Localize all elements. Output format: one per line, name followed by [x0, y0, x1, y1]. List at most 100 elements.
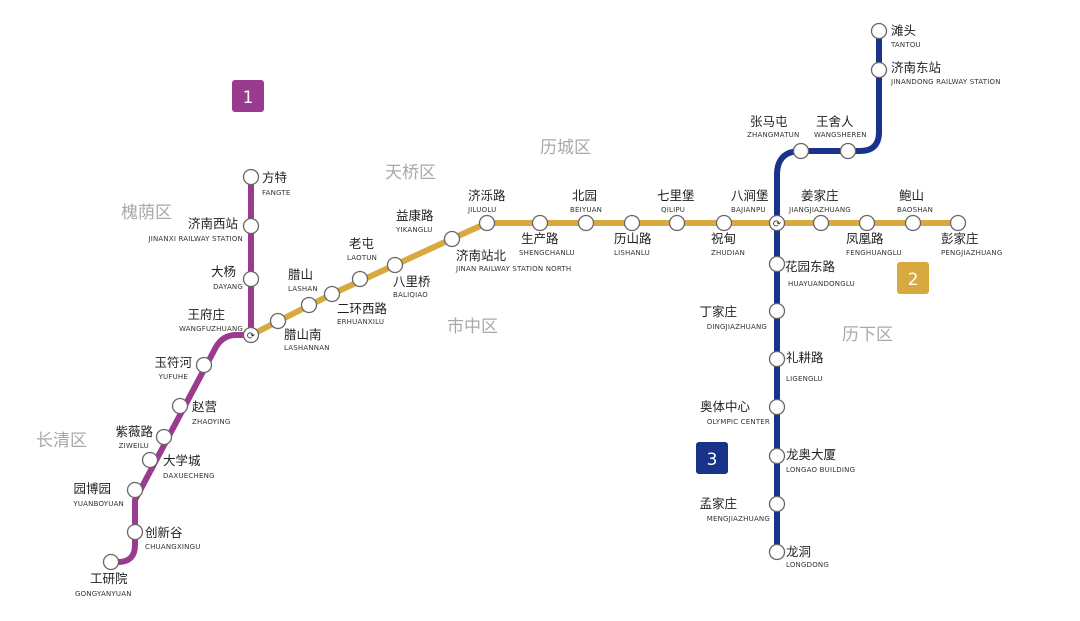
station-label-en: ZHANGMATUN [747, 131, 799, 139]
station-label-zh: 老屯 [349, 236, 375, 251]
line-2-badge: 2 [897, 262, 929, 294]
station-label-zh: 礼耕路 [786, 350, 824, 365]
station-wangsheren[interactable]: 王舍人 WANGSHEREN [814, 114, 867, 160]
station-label-en: BALIQIAO [393, 291, 428, 299]
station-olympic[interactable]: 奥体中心 OLYMPIC CENTER [700, 398, 786, 426]
transfer-icon: ⟳ [773, 219, 782, 230]
station-label-zh: 丁家庄 [699, 304, 737, 319]
line-3-badge: 3 [696, 442, 728, 474]
station-label-zh: 八涧堡 [731, 188, 769, 203]
station-zhaoying[interactable]: 赵营 ZHAOYING [171, 397, 231, 427]
station-dingjiazhuang[interactable]: 丁家庄 DINGJIAZHUANG [699, 302, 786, 332]
station-label-zh: 益康路 [396, 208, 434, 223]
station-label-en: JILUOLU [467, 206, 496, 214]
station-huayuandonglu[interactable]: 花园东路 HUAYUANDONGLU [768, 255, 855, 289]
station-label-en: QILIPU [661, 206, 685, 214]
station-label-zh: 赵营 [192, 399, 217, 414]
station-label-zh: 姜家庄 [801, 188, 839, 203]
station-label-en: JINANXI RAILWAY STATION [147, 235, 243, 243]
station-jiluolu[interactable]: 济泺路 JILUOLU [467, 188, 506, 232]
station-lashan[interactable]: 腊山 LASHAN [288, 267, 318, 314]
station-label-en: BAJIANPU [731, 206, 766, 214]
station-label-en: ZIWEILU [119, 442, 149, 450]
station-label-en: GONGYANYUAN [75, 590, 132, 598]
station-label-zh: 腊山南 [284, 327, 322, 342]
line-1-badge: 1 [232, 80, 264, 112]
station-ziweilu[interactable]: 紫薇路 ZIWEILU [115, 424, 173, 450]
station-label-en: JINAN RAILWAY STATION NORTH [455, 265, 571, 273]
station-label-zh: 龙洞 [786, 544, 811, 559]
station-label-en: DINGJIAZHUANG [707, 323, 767, 331]
station-yikanglu[interactable]: 益康路 YIKANGLU [395, 208, 434, 234]
station-yufuhe[interactable]: 玉符河 YUFUHE [154, 355, 213, 381]
line-1-badge-label: 1 [243, 88, 254, 108]
station-label-zh: 二环西路 [337, 301, 388, 316]
station-lashannan[interactable]: 腊山南 LASHANNAN [269, 312, 330, 353]
station-label-zh: 创新谷 [145, 525, 183, 540]
station-jiangjiazhuang[interactable]: 姜家庄 JIANGJIAZHUANG [788, 188, 851, 232]
station-label-en: DAXUECHENG [163, 472, 215, 480]
station-label-zh: 花园东路 [785, 259, 836, 274]
station-wangfuzhuang[interactable]: ⟳ 王府庄 WANGFUZHUANG [179, 307, 260, 344]
station-mengjiazhuang[interactable]: 孟家庄 MENGJIAZHUANG [699, 495, 786, 523]
station-baoshan[interactable]: 鲍山 BAOSHAN [897, 188, 933, 232]
station-zhudian[interactable]: 祝甸 ZHUDIAN [711, 214, 745, 258]
station-label-zh: 园博园 [73, 481, 111, 496]
station-bajianpu[interactable]: ⟳ 八涧堡 BAJIANPU [731, 188, 786, 232]
station-label-en: LASHANNAN [284, 344, 330, 352]
station-label-en: ZHUDIAN [711, 249, 745, 257]
station-label-zh: 王舍人 [816, 114, 854, 129]
station-zhangmatun[interactable]: 张马屯 ZHANGMATUN [747, 114, 810, 160]
station-label-zh: 八里桥 [393, 274, 431, 289]
station-shengchanlu[interactable]: 生产路 SHENGCHANLU [519, 214, 575, 258]
station-label-zh: 龙奥大厦 [786, 447, 836, 462]
station-label-en: BEIYUAN [570, 206, 602, 214]
station-label-zh: 方特 [262, 170, 287, 185]
station-label-en: YUFUHE [158, 373, 188, 381]
station-longdong[interactable]: 龙洞 LONGDONG [768, 543, 829, 569]
line-1-track [108, 174, 254, 565]
station-beiyuan[interactable]: 北园 BEIYUAN [570, 188, 602, 232]
district-huaiyin: 槐荫区 [121, 203, 172, 223]
station-lishanlu[interactable]: 历山路 LISHANLU [614, 214, 652, 258]
station-label-zh: 张马屯 [750, 114, 788, 129]
station-fenghuanglu[interactable]: 凤凰路 FENGHUANGLU [846, 214, 902, 258]
station-baliqiao[interactable]: 八里桥 BALIQIAO [386, 256, 432, 300]
station-label-en: WANGFUZHUANG [179, 325, 243, 333]
line-2-badge-label: 2 [908, 270, 919, 290]
station-laotun[interactable]: 老屯 LAOTUN [347, 236, 377, 288]
station-daxuecheng[interactable]: 大学城 DAXUECHENG [141, 451, 215, 481]
station-label-en: HUAYUANDONGLU [788, 280, 855, 288]
line-3-badge-label: 3 [707, 450, 718, 470]
station-label-zh: 济泺路 [468, 188, 506, 203]
station-label-en: MENGJIAZHUANG [707, 515, 770, 523]
district-lixia: 历下区 [842, 325, 893, 345]
station-jinanzhanbei[interactable]: 济南站北 JINAN RAILWAY STATION NORTH [443, 230, 572, 274]
station-label-en: CHUANGXINGU [145, 543, 201, 551]
station-ligenglu[interactable]: 礼耕路 LIGENGLU [768, 350, 825, 383]
station-tantou[interactable]: 滩头 TANTOU [870, 22, 921, 49]
station-label-en: ZHAOYING [192, 418, 230, 426]
station-qilipu[interactable]: 七里堡 QILIPU [657, 188, 695, 232]
station-yuanboyuan[interactable]: 园博园 YUANBOYUAN [72, 481, 144, 508]
station-jinanxi[interactable]: 济南西站 JINANXI RAILWAY STATION [147, 216, 260, 243]
station-gongyanyuan[interactable]: 工研院 GONGYANYUAN [75, 553, 132, 599]
station-label-zh: 北园 [572, 188, 597, 203]
station-chuangxingu[interactable]: 创新谷 CHUANGXINGU [126, 523, 201, 552]
station-longao[interactable]: 龙奥大厦 LONGAO BUILDING [768, 447, 856, 474]
station-label-en: YIKANGLU [395, 226, 433, 234]
station-pengjiazhuang[interactable]: 彭家庄 PENGJIAZHUANG [941, 214, 1002, 258]
station-jinandong[interactable]: 济南东站 JINANDONG RAILWAY STATION [870, 60, 1001, 86]
station-fangte[interactable]: 方特 FANGTE [242, 168, 291, 198]
station-dayang[interactable]: 大杨 DAYANG [211, 264, 260, 291]
station-label-zh: 腊山 [288, 267, 313, 282]
station-erhuanxilu[interactable]: 二环西路 ERHUANXILU [323, 285, 388, 327]
station-label-en: LISHANLU [614, 249, 650, 257]
station-label-zh: 王府庄 [187, 307, 225, 322]
station-label-zh: 七里堡 [657, 188, 695, 203]
station-label-zh: 大学城 [163, 453, 201, 468]
station-label-en: WANGSHEREN [814, 131, 867, 139]
line-3-track [774, 28, 882, 555]
